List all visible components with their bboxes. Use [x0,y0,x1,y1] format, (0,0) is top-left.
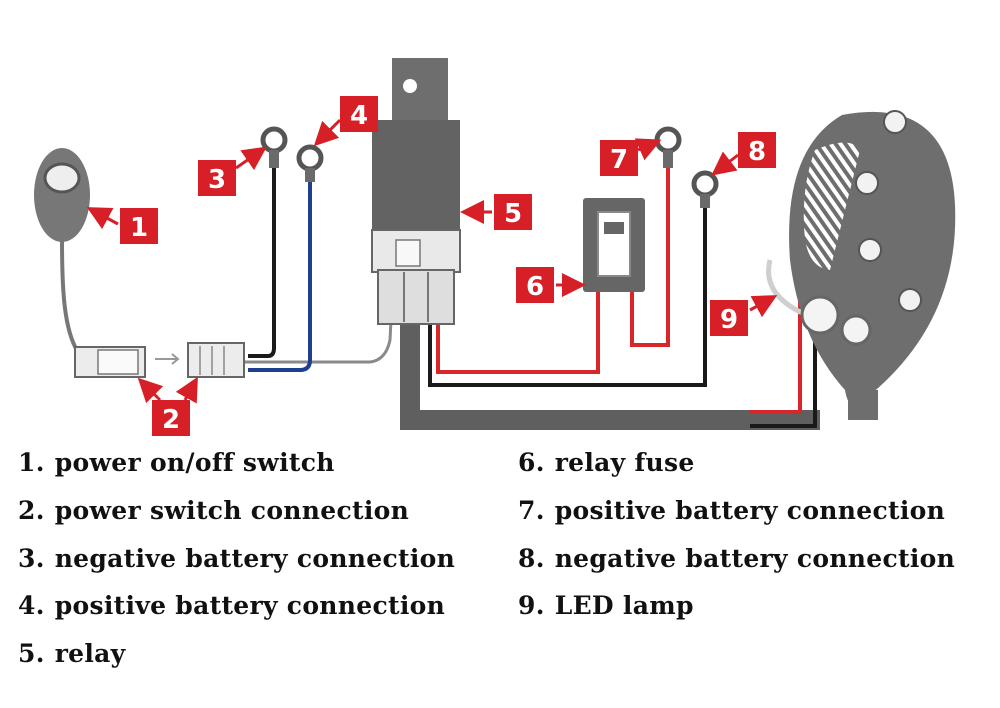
legend-item-6: 6. relay fuse [518,448,695,477]
relay-fuse-red-wire [436,290,600,374]
positive-wire-blue [248,175,312,372]
legend-item-5: 5. relay [18,639,126,668]
negative-wire-black [248,165,276,358]
ring-terminal-icon [296,144,324,182]
legend-number: 5. [18,639,45,668]
callout-number: 8 [748,137,766,167]
wiring-diagram: 1 2 3 4 5 6 7 8 9 [34,58,956,436]
callout-1: 1 [86,207,158,244]
led-lamp-icon [766,110,956,420]
switch-cable [60,239,80,354]
legend-text: power on/off switch [54,448,335,477]
fuse-battery-red-wire [630,165,670,347]
legend-number: 6. [518,448,545,477]
connector-plug-icon [74,342,245,378]
ring-terminal-icon [691,170,719,208]
fuse-holder-icon [583,198,645,292]
legend-text: relay [54,639,126,668]
legend-item-3: 3. negative battery connection [18,544,455,573]
main-cable-gray [400,322,820,430]
legend-item-2: 2. power switch connection [18,496,409,525]
legend-item-4: 4. positive battery connection [18,591,445,620]
legend-text: negative battery connection [54,544,456,573]
legend-text: relay fuse [554,448,695,477]
legend-item-8: 8. negative battery connection [518,544,955,573]
lamp-red-wire [750,300,802,414]
harness-gray-wire [245,299,394,364]
callout-number: 3 [208,165,226,195]
legend-item-9: 9. LED lamp [518,591,694,620]
callout-4: 4 [313,96,378,147]
callout-number: 6 [526,272,544,302]
ground-black-wire [428,205,707,387]
legend-text: positive battery connection [54,591,446,620]
callout-number: 9 [720,305,738,335]
callout-6: 6 [516,267,586,303]
callout-number: 5 [504,199,522,229]
callout-2: 2 [137,376,198,436]
legend-number: 4. [18,591,45,620]
legend-number: 1. [18,448,45,477]
legend-number: 2. [18,496,45,525]
legend: 1. power on/off switch 2. power switch con… [0,448,1000,708]
callout-5: 5 [460,194,532,230]
callout-9: 9 [710,295,778,336]
legend-text: positive battery connection [554,496,946,525]
callout-number: 2 [162,405,180,435]
legend-text: negative battery connection [554,544,956,573]
callout-3: 3 [198,146,267,196]
legend-text: LED lamp [554,591,694,620]
legend-item-1: 1. power on/off switch [18,448,335,477]
callout-7: 7 [600,138,662,176]
ring-terminal-icon [260,126,288,168]
callout-number: 1 [130,213,148,243]
legend-number: 8. [518,544,545,573]
legend-text: power switch connection [54,496,410,525]
legend-item-7: 7. positive battery connection [518,496,945,525]
legend-number: 9. [518,591,545,620]
callout-number: 7 [610,145,628,175]
callout-8: 8 [711,132,776,176]
relay-icon [371,58,461,325]
ring-terminal-icon [654,126,682,168]
legend-number: 3. [18,544,45,573]
callout-number: 4 [350,101,368,131]
power-switch-icon [34,148,90,242]
legend-number: 7. [518,496,545,525]
